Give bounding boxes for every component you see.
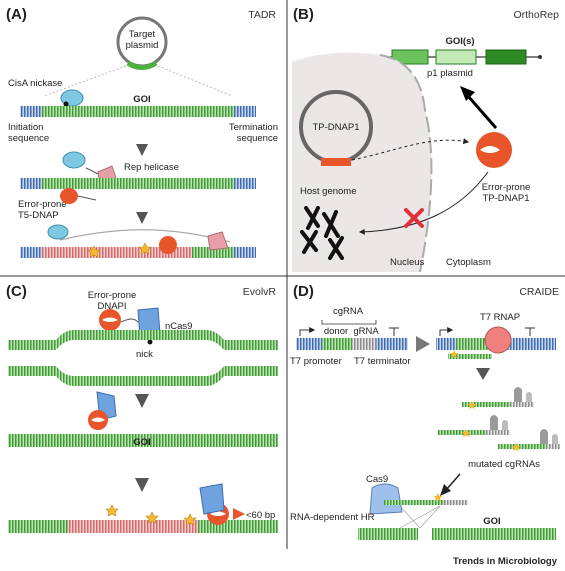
goi-s-label: GOI(s) (445, 36, 474, 47)
nickase-row2 (62, 151, 86, 169)
initiation-block (20, 106, 42, 117)
panel-a-letter: (A) (6, 6, 27, 23)
t7-terminator-label: T7 terminator (354, 356, 411, 367)
panel-d-letter: (D) (293, 283, 314, 300)
nick-label: nick (136, 349, 153, 360)
dnapi-label-1: Error-prone (88, 290, 137, 301)
p1-gene-2 (435, 49, 477, 65)
t5-dnap-label-1: Error-prone (18, 199, 67, 210)
host-genome-chromosomes (300, 206, 344, 260)
tp-dnap1-plasmid-label: TP-DNAP1 (313, 122, 360, 133)
panel-d-title: CRAIDE (519, 286, 559, 298)
arrow-right-d (416, 336, 430, 352)
mutated-dna-row3 (42, 247, 192, 258)
cgrna-label: cgRNA (333, 306, 364, 317)
dna-row2 (42, 178, 234, 189)
target-plasmid-label-2: plasmid (126, 40, 159, 51)
t5-dnap-shape (60, 188, 78, 204)
nucleus-label: Nucleus (390, 257, 425, 268)
panel-dividers (0, 0, 565, 549)
grna-label: gRNA (353, 326, 379, 337)
panel-a-title: TADR (248, 9, 276, 21)
rep-helicase-label: Rep helicase (124, 162, 179, 173)
mutation-stars-c (105, 504, 197, 526)
rna-hr-label: RNA-dependent HR (290, 512, 375, 523)
donor-label: donor (324, 326, 348, 337)
arrow-down-a1 (136, 144, 148, 156)
t7-rnap-shape (484, 326, 512, 354)
panel-b-letter: (B) (293, 6, 314, 23)
p1-arrow (460, 86, 475, 101)
donor-segment (322, 338, 352, 350)
panel-c: (C) EvolvR Error-prone DNAPI nCas9 nick … (6, 283, 278, 533)
panel-a: (A) TADR Target plasmid CisA nickase GOI… (6, 6, 278, 258)
blocked-cross (404, 208, 424, 228)
panel-c-title: EvolvR (243, 286, 277, 298)
dna-bubble-top (8, 330, 278, 350)
plasmid-goi-segment (126, 60, 158, 70)
arrow-down-c2 (135, 478, 149, 492)
nuclear-envelope (379, 54, 433, 273)
dna-row1 (42, 106, 234, 117)
journal-footer: Trends in Microbiology (453, 556, 557, 567)
goi-label-c: GOI (133, 437, 150, 448)
cas9-label: Cas9 (366, 474, 388, 485)
goi-dna-right (432, 528, 556, 540)
goi-dna-left (358, 528, 418, 540)
mutated-dna-c (68, 520, 198, 533)
t5-dnap-label-2: T5-DNAP (18, 210, 59, 221)
mutated-cgrnas-label: mutated cgRNAs (468, 459, 540, 470)
dna-row-c2 (8, 434, 278, 447)
error-prone-label-1: Error-prone (482, 182, 531, 193)
mutated-cgrnas (438, 387, 560, 451)
target-plasmid-label-1: Target (129, 29, 156, 40)
cas9-shape (369, 483, 403, 515)
t7-promoter-label: T7 promoter (290, 356, 342, 367)
dna-bubble-bottom (8, 366, 278, 386)
panel-b: (B) OrthoRep GOI(s) p1 plasmid TP-DNAP1 … (292, 6, 559, 273)
arrow-down-d1 (476, 368, 490, 380)
t7-rnap-label: T7 RNAP (480, 312, 520, 323)
arrow-down-a2 (136, 212, 148, 224)
initiation-label-2: sequence (8, 133, 49, 144)
initiation-label-1: Initiation (8, 122, 43, 133)
dnapi-label-2: DNAPI (97, 301, 126, 312)
bp-label: <60 bp (246, 510, 275, 521)
termination-block (234, 106, 256, 117)
grna-segment (352, 338, 376, 350)
cisa-nickase-label: CisA nickase (8, 78, 62, 89)
goi-label-a1: GOI (133, 94, 150, 105)
termination-label-1: Termination (229, 122, 278, 133)
p1-gene-3 (485, 49, 527, 65)
p1-gene-1 (391, 49, 429, 65)
error-prone-label-2: TP-DNAP1 (483, 193, 530, 204)
panel-c-letter: (C) (6, 283, 27, 300)
arrow-down-c1 (135, 394, 149, 408)
termination-label-2: sequence (237, 133, 278, 144)
goi-label-d: GOI (483, 516, 500, 527)
panel-b-title: OrthoRep (513, 9, 559, 21)
cytoplasm-label: Cytoplasm (446, 257, 491, 268)
p1-plasmid-label: p1 plasmid (427, 68, 473, 79)
ncas9-label: nCas9 (165, 321, 192, 332)
mutation-stars-a (87, 242, 152, 258)
panel-d: (D) CRAIDE cgRNA donor gRNA T7 promoter … (290, 283, 560, 540)
host-genome-label: Host genome (300, 186, 357, 197)
